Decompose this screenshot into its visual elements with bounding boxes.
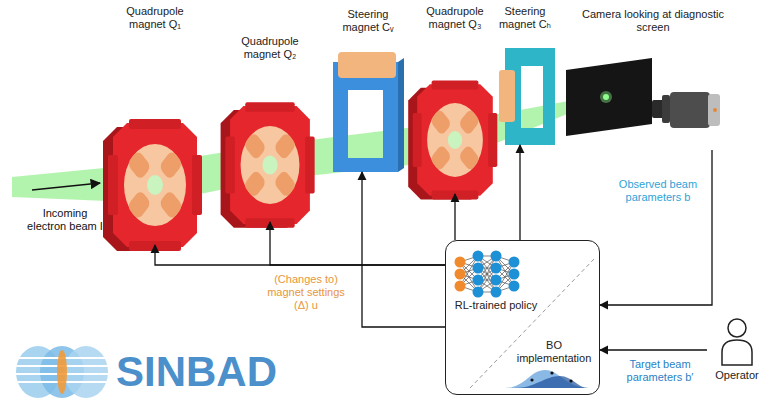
quadrupole-magnet: Quadrupole magnet Q₃ (415, 5, 495, 194)
steering-magnet: Steering magnet Cₕ (493, 5, 557, 145)
quadrupole-magnet: Quadrupole magnet Q₂ (228, 35, 312, 222)
network-output (509, 257, 520, 268)
node-label: BO implementation (512, 339, 596, 365)
network-neuron (491, 275, 502, 286)
beam-label: Incoming electron beam I (25, 207, 105, 233)
edge-label: (Changes to) magnet settings (Δ) u (262, 273, 350, 312)
logo-text: SINBAD (116, 350, 336, 394)
beam-direction-arrow (32, 183, 100, 190)
connector (155, 245, 445, 265)
steering-coil (338, 52, 396, 78)
node-label: Operator (715, 369, 758, 382)
logo-core (57, 350, 67, 394)
camera-body (670, 92, 710, 128)
steering-magnet-cv (333, 62, 398, 172)
network-input (455, 257, 466, 268)
network-output (509, 281, 520, 292)
camera-ring (662, 95, 670, 123)
network-input (455, 281, 466, 292)
steering-magnet: Steering magnet Cᵥ (331, 8, 405, 172)
network-neuron (473, 275, 484, 286)
connector (600, 349, 707, 350)
connector (454, 194, 455, 240)
network-neuron (491, 287, 502, 298)
steering-coil (499, 70, 515, 122)
connector (519, 145, 520, 240)
gaussian-process-band (505, 370, 590, 388)
logo-ring (64, 346, 108, 398)
camera-led (713, 108, 717, 112)
operator-head (728, 319, 746, 337)
sample-point (550, 371, 553, 374)
network-input (455, 269, 466, 280)
operator-body (722, 340, 752, 365)
beam-spot-glow (600, 91, 612, 103)
node-label: Quadrupole magnet Q₂ (228, 35, 312, 61)
network-output (509, 269, 520, 280)
connector (270, 222, 445, 265)
gaussian-process-band (515, 376, 588, 388)
network-neuron (491, 263, 502, 274)
edge-label: Target beam parameters b′ (614, 358, 706, 384)
camera: Camera looking at diagnostic screen (576, 8, 730, 150)
beam-spot (603, 94, 609, 100)
connector (600, 150, 712, 305)
sample-point (569, 379, 572, 382)
network-neuron (491, 251, 502, 262)
network-links (460, 256, 514, 292)
connector (362, 172, 445, 327)
diagnostic-screen (566, 58, 652, 136)
connector-group (155, 145, 712, 350)
node-label: Steering magnet Cₕ (493, 5, 557, 31)
network-neuron (473, 251, 484, 262)
node-label: Steering magnet Cᵥ (331, 8, 405, 34)
quadrupole-magnet-q1 (103, 119, 202, 251)
node-label: Camera looking at diagnostic screen (576, 8, 730, 34)
operator: Operator (707, 312, 767, 384)
quadrupole-magnet-q3 (408, 81, 497, 200)
sample-point (530, 378, 533, 381)
divider-line (470, 258, 595, 388)
network-neuron (473, 287, 484, 298)
node-label: Quadrupole magnet Q₁ (113, 5, 197, 31)
edge-label: Observed beam parameters b (612, 178, 704, 204)
quadrupole-magnet-q2 (221, 102, 315, 227)
node-label: RL-trained policy (451, 299, 541, 312)
steering-magnet-side (398, 58, 404, 172)
camera-back (708, 94, 720, 126)
network-neuron (473, 263, 484, 274)
quadrupole-magnet: Quadrupole magnet Q₁ (113, 5, 197, 245)
control-box: RL-trained policy BO implementation (445, 240, 600, 395)
node-label: Quadrupole magnet Q₃ (415, 5, 495, 31)
